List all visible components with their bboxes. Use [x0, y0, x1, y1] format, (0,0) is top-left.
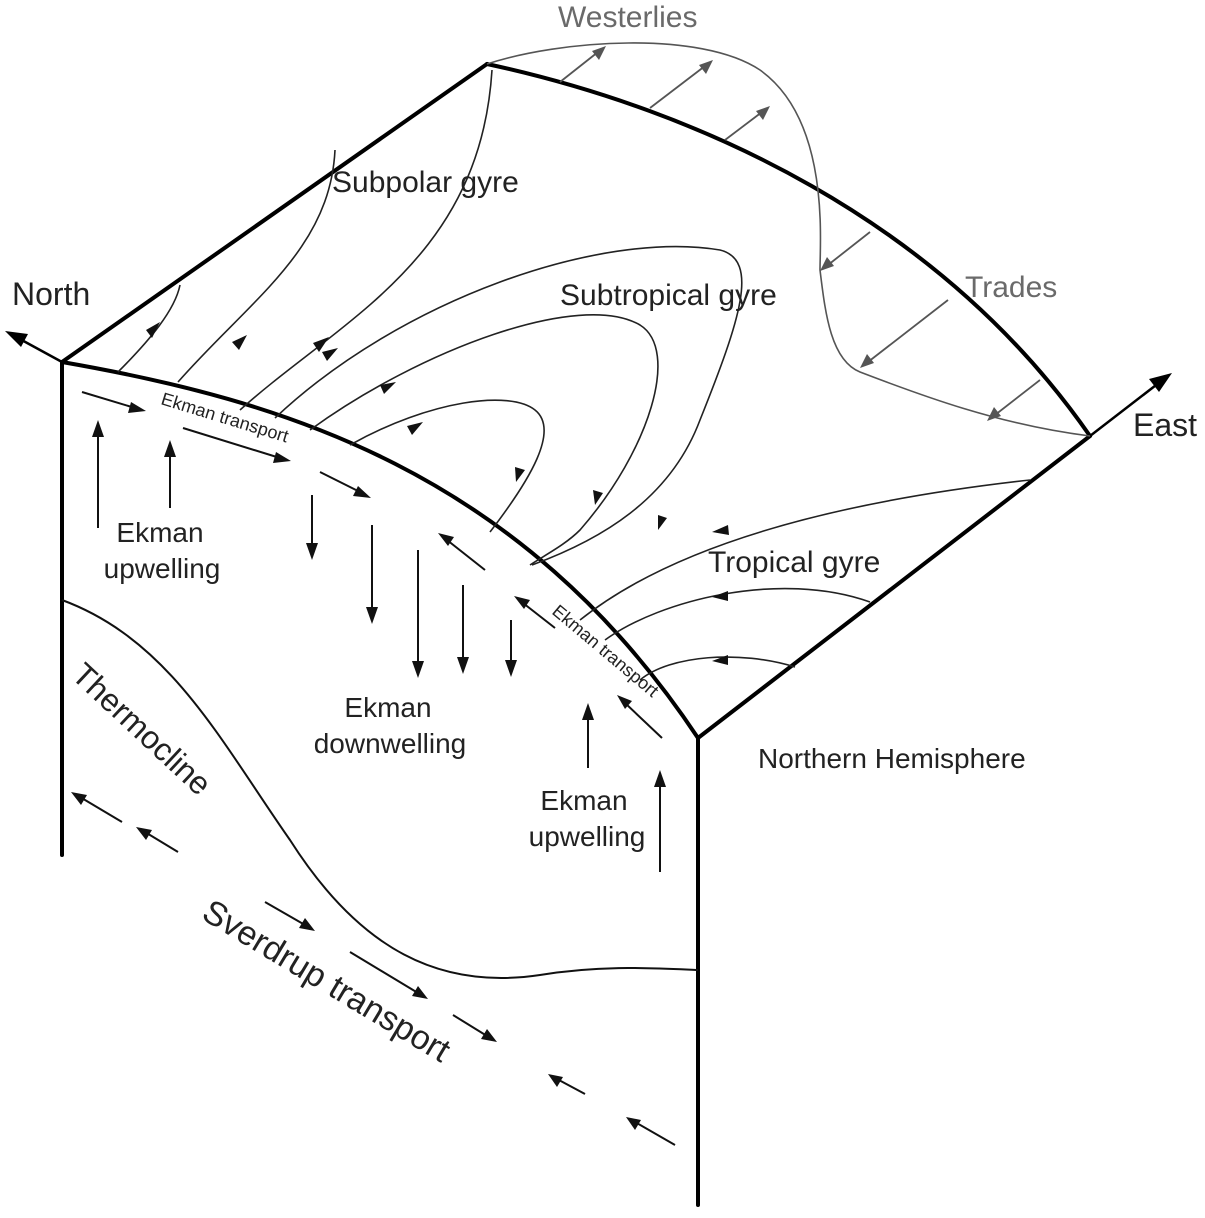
- sverdrup-transport-arrows: [71, 792, 676, 1146]
- block-outline: [60, 62, 1092, 1207]
- ekman-downwelling-label-line2: downwelling: [314, 728, 467, 759]
- east-label: East: [1133, 407, 1197, 443]
- sverdrup-transport-label: Sverdrup transport: [196, 892, 457, 1070]
- thermocline-curve: [61, 599, 699, 979]
- trades-label: Trades: [965, 271, 1057, 304]
- ekman-transport-arrows-right: [438, 533, 663, 739]
- top-right-edge: [485, 62, 1092, 438]
- westerlies-label: Westerlies: [558, 1, 697, 34]
- top-left-edge: [60, 62, 489, 364]
- front-curved-edge: [60, 360, 700, 740]
- ekman-downwelling-arrows: [306, 495, 517, 678]
- tropical-gyre-label: Tropical gyre: [708, 546, 880, 579]
- ekman-upwelling-left-label-line1: Ekman: [116, 517, 203, 548]
- subtropical-gyre-label: Subtropical gyre: [560, 279, 777, 312]
- tropical-gyre-streamlines: [579, 479, 1031, 681]
- ekman-downwelling-label-line1: Ekman: [344, 692, 431, 723]
- northern-hemisphere-label: Northern Hemisphere: [758, 743, 1026, 774]
- north-label: North: [12, 276, 90, 312]
- ekman-transport-arrows-left: [81, 391, 371, 498]
- ekman-upwelling-right-label-line2: upwelling: [529, 821, 646, 852]
- east-axis: [1089, 373, 1172, 437]
- right-front-edge: [696, 434, 1092, 740]
- subpolar-gyre-streamlines: [117, 69, 493, 411]
- ekman-upwelling-right-label-line1: Ekman: [540, 785, 627, 816]
- ekman-upwelling-left-label-line2: upwelling: [104, 553, 221, 584]
- wind-profile: [486, 42, 1091, 437]
- subpolar-gyre-label: Subpolar gyre: [332, 166, 519, 199]
- subtropical-gyre-streamlines: [274, 245, 743, 566]
- north-axis: [5, 331, 63, 364]
- trades-arrows: [820, 231, 1041, 421]
- ekman-upwelling-left-arrows: [92, 420, 176, 528]
- thermocline-label: Thermocline: [65, 656, 218, 802]
- westerlies-arrows: [559, 46, 770, 141]
- wind-profile-curve: [486, 42, 1091, 437]
- ekman-upwelling-right-arrows: [582, 703, 666, 872]
- ekman-transport-label-right: Ekman transport: [548, 601, 662, 701]
